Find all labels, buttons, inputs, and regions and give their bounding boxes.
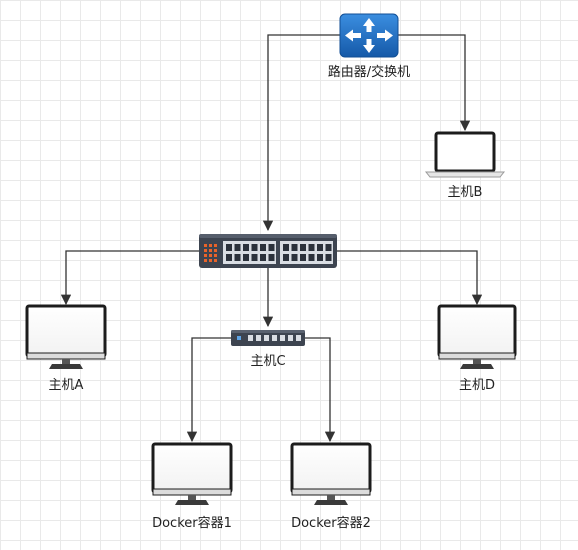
edge-switch-host-a: [60, 250, 200, 306]
monitor-icon: [437, 304, 517, 369]
host-c-node[interactable]: 主机C: [231, 330, 305, 369]
monitor-icon: [151, 442, 233, 505]
monitor-icon: [290, 442, 372, 505]
router-label: 路由器/交换机: [328, 64, 410, 80]
host-d-label: 主机D: [459, 378, 495, 393]
router-icon: [339, 13, 399, 58]
edge-host-c-docker1: [186, 337, 232, 443]
host-c-label: 主机C: [250, 354, 285, 369]
docker1-node[interactable]: Docker容器1: [151, 442, 233, 531]
edge-router-main-switch: [262, 34, 340, 232]
edge-router-host-b: [398, 34, 471, 132]
docker2-label: Docker容器2: [291, 515, 371, 531]
router-node[interactable]: 路由器/交换机: [328, 13, 410, 80]
host-b-label: 主机B: [448, 185, 483, 200]
host-a-node[interactable]: 主机A: [25, 304, 107, 393]
monitor-icon: [25, 304, 107, 369]
network-switch-icon: [199, 234, 337, 268]
edge-host-c-docker2: [304, 337, 336, 443]
mini-switch-icon: [231, 330, 305, 346]
docker1-label: Docker容器1: [152, 515, 232, 531]
host-d-node[interactable]: 主机D: [437, 304, 517, 393]
docker2-node[interactable]: Docker容器2: [290, 442, 372, 531]
host-a-label: 主机A: [49, 378, 84, 393]
edges: [60, 34, 483, 443]
main-switch-node[interactable]: [199, 234, 337, 268]
edge-switch-host-d: [336, 250, 483, 306]
laptop-icon: [424, 131, 506, 178]
host-b-node[interactable]: 主机B: [424, 131, 506, 200]
